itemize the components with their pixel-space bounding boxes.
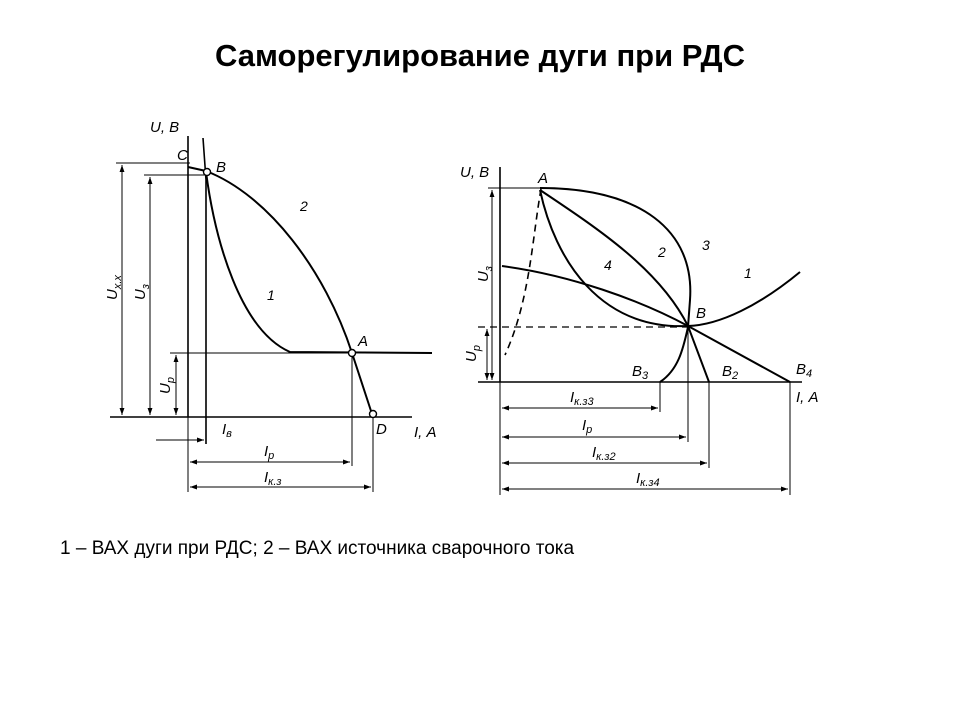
left-curve-2-label: 2: [299, 198, 308, 214]
right-label-ikz3: Iк.з3: [570, 389, 595, 408]
left-x-axis-label: I, А: [414, 424, 437, 441]
left-label-ikz: Iк.з: [264, 469, 282, 488]
left-steep-line: [202, 137, 207, 444]
slide-title: Саморегулирование дуги при РДС: [215, 38, 745, 73]
figure-caption: 1 – ВАХ дуги при РДС; 2 – ВАХ источника …: [60, 538, 575, 559]
left-point-b-label: В: [216, 159, 226, 176]
right-curve-2: [539, 189, 710, 383]
right-diagram: U, В I, А А В В3 В2: [460, 164, 819, 495]
right-x-axis-label: I, А: [796, 389, 819, 406]
right-label-ikz2: Iк.з2: [592, 444, 616, 463]
left-label-iv: Iв: [222, 421, 232, 440]
left-point-a-label: А: [357, 333, 368, 350]
right-label-ikz4: Iк.з4: [636, 470, 660, 489]
right-label-uz: Uз: [475, 266, 495, 282]
left-y-axis-label: U, В: [150, 119, 179, 136]
right-label-up: Uр: [463, 345, 483, 362]
right-point-b3-label: В3: [632, 363, 649, 382]
left-curve-2-source: [187, 166, 373, 415]
left-label-ip: Iр: [264, 443, 274, 462]
right-label-ip: Iр: [582, 417, 592, 436]
right-point-b2-label: В2: [722, 363, 738, 382]
left-label-uxx: Uх.х: [104, 275, 124, 300]
left-curve-1-arc: [205, 171, 433, 354]
right-curve-3: [539, 187, 692, 383]
right-curve-3-label: 3: [702, 237, 710, 253]
left-label-up: Uр: [157, 377, 177, 394]
left-point-d-label: D: [376, 421, 387, 438]
right-dashed-curve: [504, 188, 542, 356]
left-point-b-marker: [202, 167, 212, 177]
right-point-b4-label: В4: [796, 361, 812, 380]
right-curve-1-label: 1: [744, 265, 752, 281]
left-diagram: U, В I, А С В А D 2: [104, 119, 437, 492]
right-curve-4: [501, 265, 791, 383]
right-point-b-label: В: [696, 305, 706, 322]
right-curve-4-label: 4: [604, 257, 612, 273]
left-point-a-marker: [347, 348, 357, 358]
left-point-d-marker: [368, 409, 378, 419]
right-point-a-label: А: [537, 170, 548, 187]
right-curve-inner: [539, 189, 689, 328]
right-y-axis-label: U, В: [460, 164, 489, 181]
left-curve-1-label: 1: [267, 287, 275, 303]
left-point-c-label: С: [177, 147, 188, 164]
right-curve-2-label: 2: [657, 244, 666, 260]
right-curve-1-arc: [687, 271, 801, 327]
left-label-uz: Uз: [132, 284, 152, 300]
